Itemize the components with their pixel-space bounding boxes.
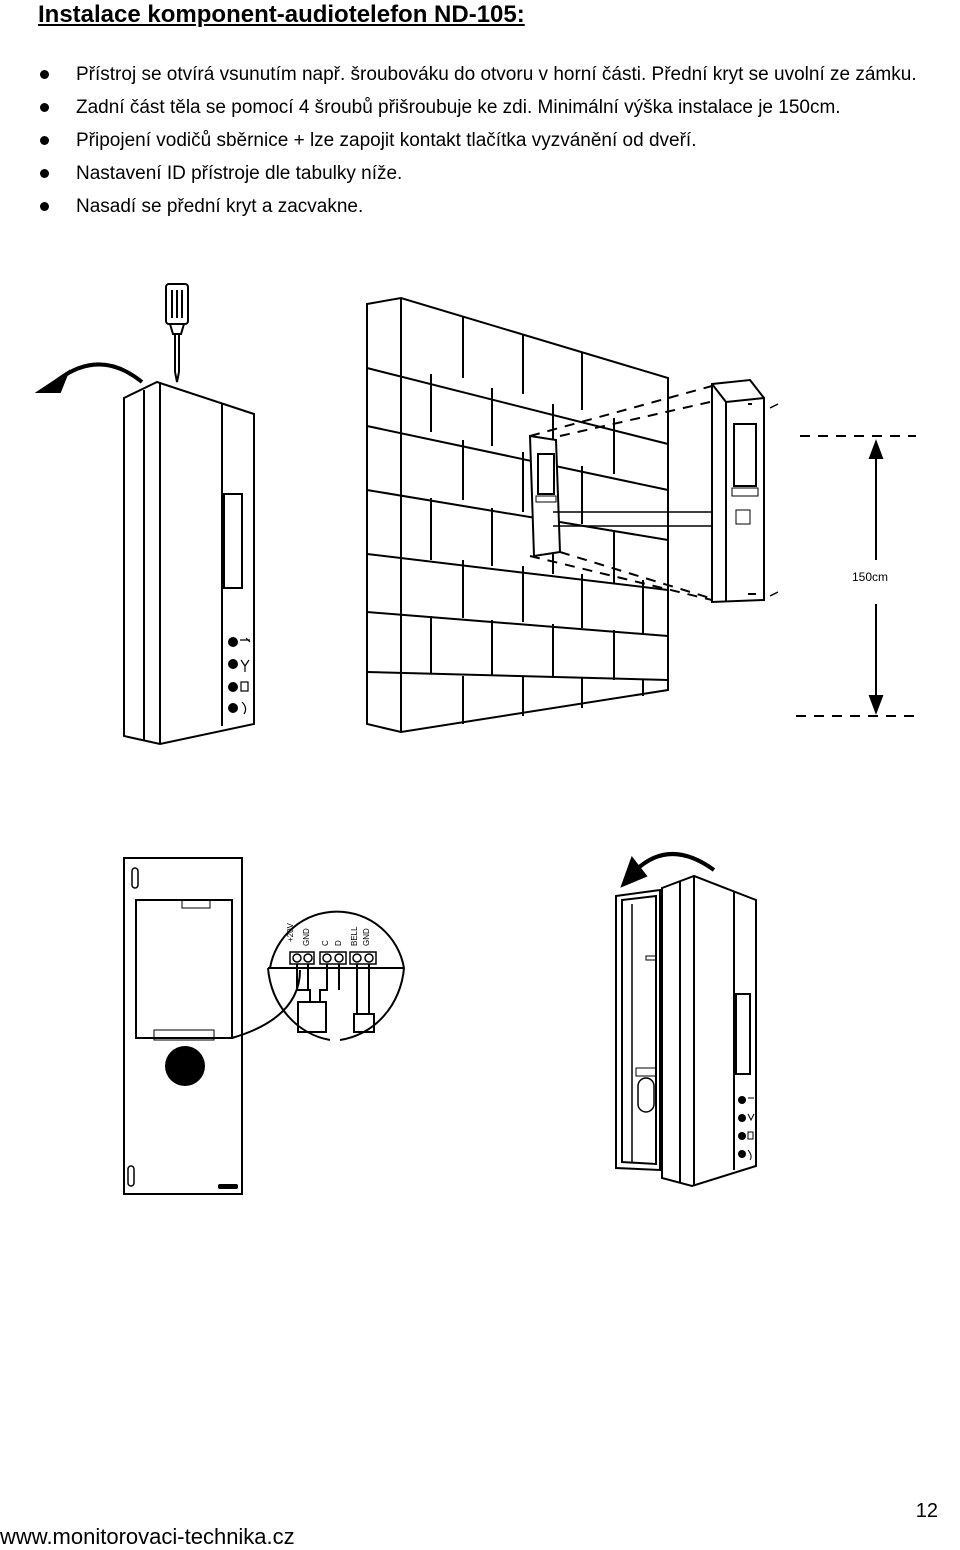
- open-arrow-icon: [34, 362, 144, 393]
- wall-mount-figure: [366, 296, 916, 734]
- terminal-block: [289, 951, 377, 965]
- height-label: 150cm: [852, 570, 889, 584]
- brick-wall: [366, 296, 669, 734]
- instruction-step: Připojení vodičů sběrnice + lze zapojit …: [38, 124, 948, 157]
- front-device: [711, 378, 779, 604]
- installation-illustration: [34, 283, 916, 1195]
- height-dimension: [796, 435, 916, 717]
- instruction-step: Zadní část těla se pomocí 4 šroubů přišr…: [38, 91, 948, 124]
- instruction-list: Přístroj se otvírá vsunutím např. šroubo…: [38, 58, 948, 223]
- page-heading: Instalace komponent-audiotelefon ND-105:: [38, 1, 525, 28]
- terminal-label-gnd: GND: [302, 928, 311, 946]
- device-closing-figure: [615, 852, 757, 1188]
- footer-url[interactable]: www.monitorovaci-technika.cz: [0, 1524, 295, 1549]
- close-arrow-icon: [620, 852, 716, 888]
- terminal-label-c: C: [321, 940, 330, 946]
- back-plate: [528, 434, 712, 558]
- instruction-step: Nasadí se přední kryt a zacvakne.: [38, 190, 948, 223]
- terminal-label-d: D: [334, 940, 343, 946]
- instruction-step: Nastavení ID přístroje dle tabulky níže.: [38, 157, 948, 190]
- screwdriver-icon: [165, 283, 189, 383]
- terminal-label-gnd-2: GND: [362, 928, 371, 946]
- wiring-figure: [123, 857, 405, 1195]
- instruction-step: Přístroj se otvírá vsunutím např. šroubo…: [38, 58, 948, 91]
- terminal-label-bell: BELL: [350, 926, 359, 946]
- device-opening-figure: [34, 283, 255, 746]
- page-number: 12: [915, 1500, 938, 1522]
- terminal-label-20v: +20V: [286, 923, 295, 942]
